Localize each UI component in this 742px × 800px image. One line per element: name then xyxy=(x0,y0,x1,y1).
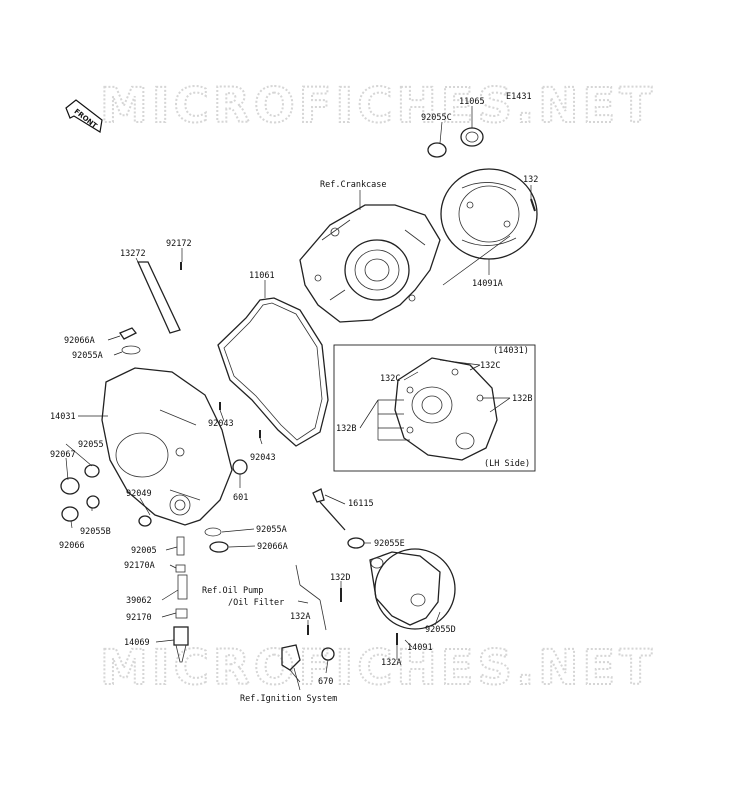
small-parts-left xyxy=(60,327,261,553)
label-92049: 92049 xyxy=(126,489,152,499)
label-92066a-top: 92066A xyxy=(64,336,95,346)
inset-title: (14031) xyxy=(493,346,529,356)
ref-oil-pump-line2: /Oil Filter xyxy=(228,598,284,608)
cover-14031 xyxy=(101,367,233,526)
bolt-132-top xyxy=(530,198,536,212)
label-14091: 14091 xyxy=(407,643,433,653)
label-14091a: 14091A xyxy=(472,279,503,289)
label-92005: 92005 xyxy=(131,546,157,556)
label-92055b: 92055B xyxy=(80,527,111,537)
label-92055a-mid: 92055A xyxy=(256,525,287,535)
label-132c-b: 132C xyxy=(380,374,400,384)
label-16115: 16115 xyxy=(348,499,374,509)
cover-14091 xyxy=(369,551,441,626)
o-ring-92055c xyxy=(427,142,447,158)
pipe-part xyxy=(295,564,327,631)
crankcase-part xyxy=(299,204,441,323)
dipstick-16115 xyxy=(312,488,346,531)
leader-lines xyxy=(65,106,532,691)
label-601: 601 xyxy=(233,493,248,503)
label-92055c: 92055C xyxy=(421,113,452,123)
label-132b-a: 132B xyxy=(512,394,532,404)
label-92170a: 92170A xyxy=(124,561,155,571)
gasket-11061 xyxy=(217,297,329,447)
inset-lh-side xyxy=(333,344,536,472)
label-132a-right: 132A xyxy=(381,658,401,668)
diagram-id: E1431 xyxy=(506,92,532,102)
bracket-13272 xyxy=(136,261,181,334)
o-ring-92055e xyxy=(347,537,365,549)
label-132c-a: 132C xyxy=(480,361,500,371)
label-14069: 14069 xyxy=(124,638,150,648)
o-ring-92055d xyxy=(374,548,456,630)
label-92067: 92067 xyxy=(50,450,76,460)
label-92170: 92170 xyxy=(126,613,152,623)
label-92055: 92055 xyxy=(78,440,104,450)
label-11065: 11065 xyxy=(459,97,485,107)
sensor-part xyxy=(281,644,301,683)
front-arrow-icon: FRONT xyxy=(65,99,103,133)
ref-crankcase: Ref.Crankcase xyxy=(320,180,387,190)
oil-filter-stack xyxy=(173,536,189,663)
label-132a-left: 132A xyxy=(290,612,310,622)
watermark-bottom: MICROFICHES.NET xyxy=(100,640,656,696)
label-11061: 11061 xyxy=(249,271,275,281)
label-670: 670 xyxy=(318,677,333,687)
label-92066: 92066 xyxy=(59,541,85,551)
label-132d: 132D xyxy=(330,573,350,583)
label-14031: 14031 xyxy=(50,412,76,422)
watermark-top: MICROFICHES.NET xyxy=(100,78,656,134)
label-92172: 92172 xyxy=(166,239,192,249)
label-92055a-top: 92055A xyxy=(72,351,103,361)
label-92066a-mid: 92066A xyxy=(257,542,288,552)
ref-ignition: Ref.Ignition System xyxy=(240,694,337,704)
ref-oil-pump-line1: Ref.Oil Pump xyxy=(202,586,263,596)
label-39062: 39062 xyxy=(126,596,152,606)
label-92055e: 92055E xyxy=(374,539,405,549)
label-13272: 13272 xyxy=(120,249,146,259)
label-132b-b: 132B xyxy=(336,424,356,434)
label-132: 132 xyxy=(523,175,538,185)
label-92043-b: 92043 xyxy=(250,453,276,463)
label-92055d: 92055D xyxy=(425,625,456,635)
inset-caption: (LH Side) xyxy=(484,459,530,469)
label-92043-a: 92043 xyxy=(208,419,234,429)
